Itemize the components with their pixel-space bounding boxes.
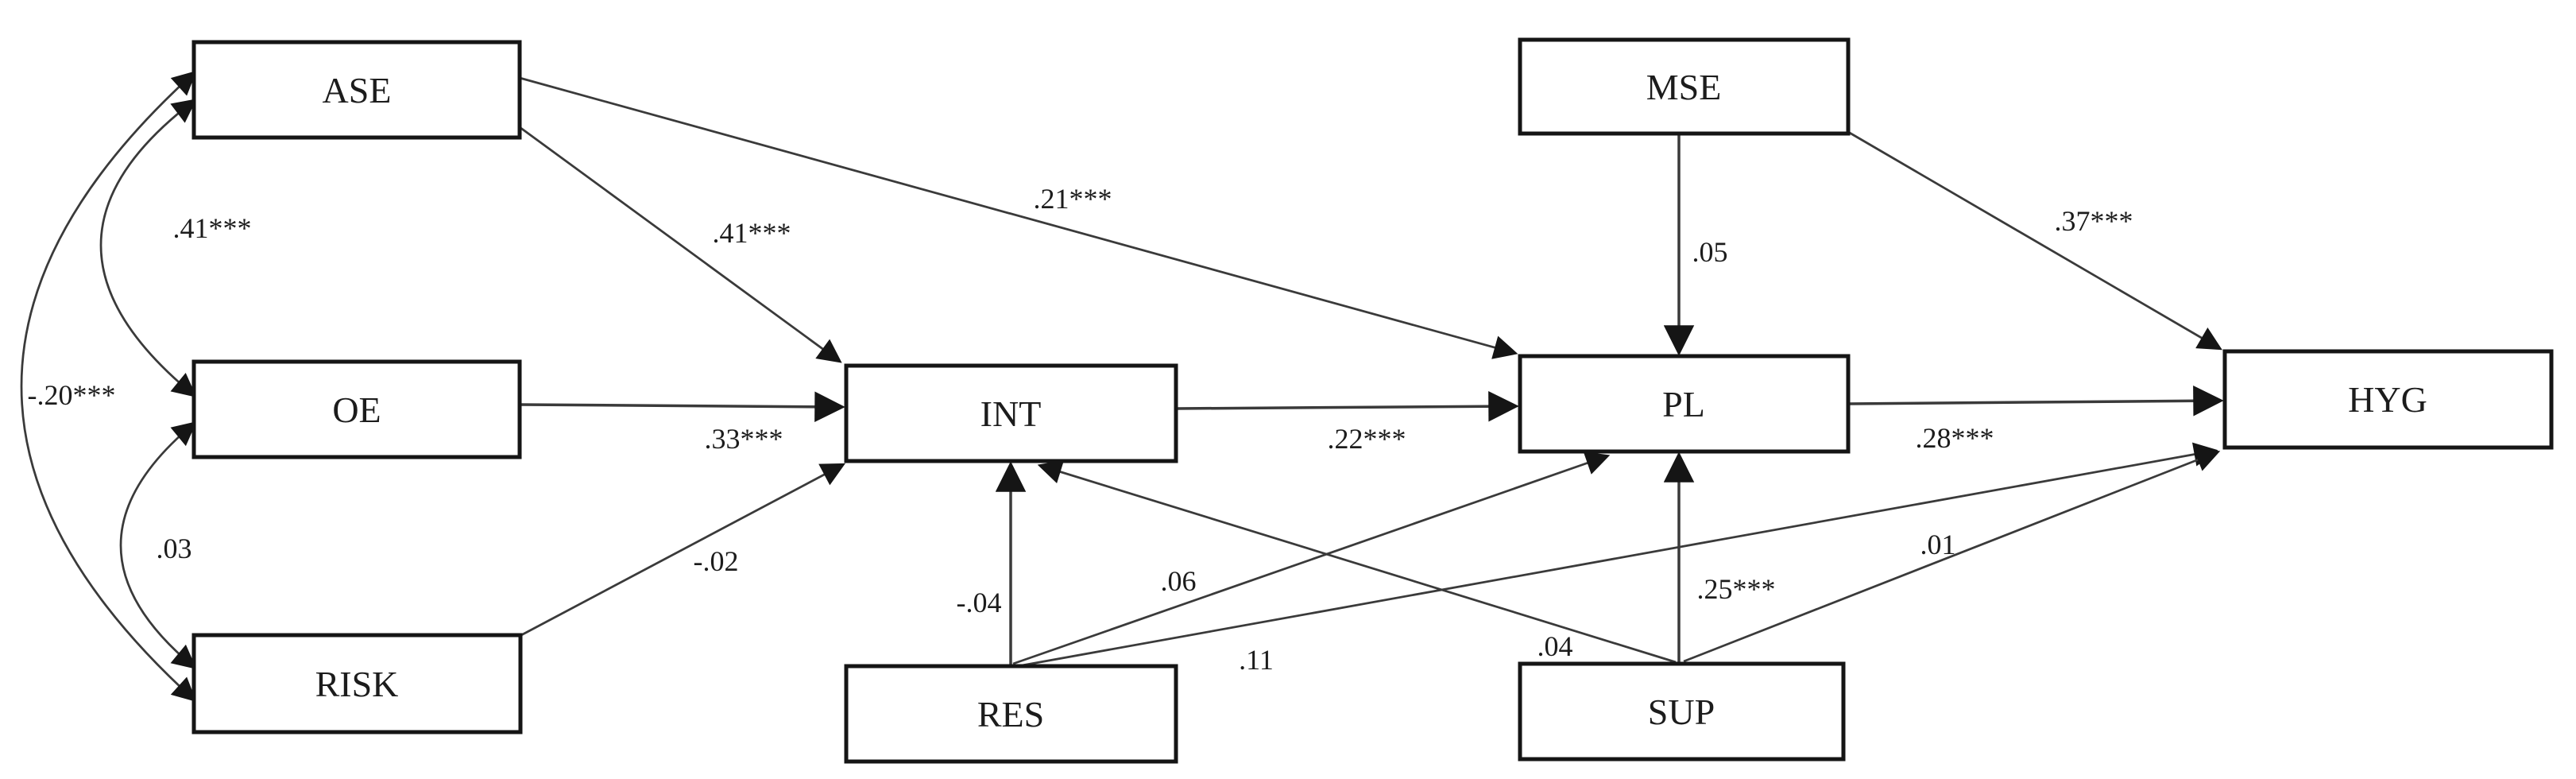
path-ase-int bbox=[519, 126, 842, 363]
path-mse-hyg bbox=[1847, 130, 2222, 351]
node-box-int bbox=[844, 363, 1178, 463]
node-res: RES bbox=[844, 664, 1178, 764]
path-res-pl bbox=[1012, 452, 1611, 665]
coef-label-ase-int: .41*** bbox=[713, 217, 791, 249]
node-box-sup bbox=[1518, 661, 1846, 762]
path-ase-pl bbox=[519, 76, 1518, 359]
node-label-risk: RISK bbox=[315, 664, 399, 704]
path-oe-int bbox=[519, 391, 845, 423]
node-box-hyg bbox=[2222, 349, 2554, 450]
path-sup-hyg bbox=[1683, 448, 2221, 663]
coef-label-pl-hyg: .28*** bbox=[1916, 422, 1994, 454]
coef-label-oe-int: .33*** bbox=[705, 423, 783, 455]
coef-label-int-pl: .22*** bbox=[1328, 423, 1406, 455]
node-label-sup: SUP bbox=[1648, 692, 1715, 732]
node-box-pl bbox=[1518, 354, 1851, 454]
coef-label-cov-ase-risk: -.20*** bbox=[28, 379, 116, 411]
path-res-hyg bbox=[1017, 442, 2218, 668]
node-box-ase bbox=[191, 40, 522, 140]
coef-label-ase-pl: .21*** bbox=[1034, 183, 1112, 215]
node-risk: RISK bbox=[191, 633, 523, 734]
node-label-ase: ASE bbox=[323, 70, 392, 110]
coef-label-res-int: -.04 bbox=[957, 587, 1002, 618]
node-ase: ASE bbox=[191, 40, 522, 140]
path-pl-hyg bbox=[1847, 386, 2224, 417]
node-hyg: HYG bbox=[2222, 349, 2554, 450]
node-oe: OE bbox=[191, 359, 522, 459]
coef-label-cov-ase-oe: .41*** bbox=[173, 212, 252, 244]
node-int: INT bbox=[844, 363, 1178, 463]
node-box-oe bbox=[191, 359, 522, 459]
covariance-arc-ase-risk bbox=[20, 70, 197, 703]
path-sup-int bbox=[1037, 460, 1677, 664]
node-label-oe: OE bbox=[332, 390, 381, 430]
node-label-hyg: HYG bbox=[2348, 379, 2427, 420]
coef-label-sup-int: .04 bbox=[1537, 630, 1573, 662]
node-pl: PL bbox=[1518, 354, 1851, 454]
node-label-pl: PL bbox=[1662, 384, 1705, 424]
node-label-int: INT bbox=[981, 393, 1042, 434]
node-box-risk bbox=[191, 633, 523, 734]
coef-label-sup-pl: .25*** bbox=[1697, 573, 1776, 605]
node-label-mse: MSE bbox=[1646, 67, 1722, 107]
covariance-arc-ase-oe bbox=[99, 99, 197, 397]
node-box-res bbox=[844, 664, 1178, 764]
node-box-mse bbox=[1518, 37, 1851, 136]
coef-label-res-pl: .06 bbox=[1161, 565, 1197, 597]
coef-label-mse-pl: .05 bbox=[1692, 236, 1728, 268]
node-sup: SUP bbox=[1518, 661, 1846, 762]
coef-label-risk-int: -.02 bbox=[694, 545, 739, 577]
path-int-pl bbox=[1175, 390, 1519, 422]
coef-label-res-hyg: .11 bbox=[1239, 644, 1274, 676]
coef-label-mse-hyg: .37*** bbox=[2055, 205, 2133, 237]
node-label-res: RES bbox=[977, 694, 1044, 734]
coef-label-sup-hyg: .01 bbox=[1920, 529, 1956, 560]
node-mse: MSE bbox=[1518, 37, 1851, 136]
coef-label-cov-oe-risk: .03 bbox=[157, 533, 192, 564]
covariance-arc-oe-risk bbox=[119, 421, 197, 669]
path-risk-int bbox=[520, 463, 846, 637]
